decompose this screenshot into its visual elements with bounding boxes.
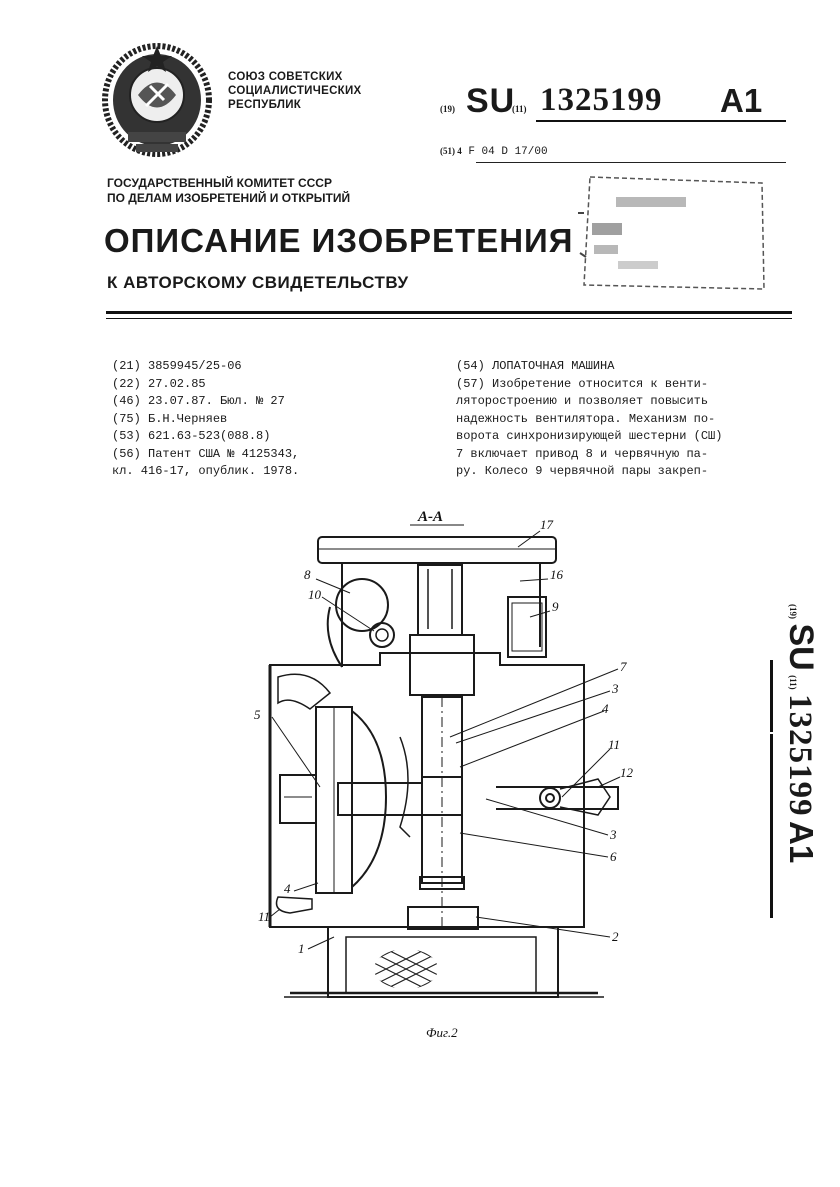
biblio-line: (75) Б.Н.Черняев bbox=[112, 411, 228, 426]
header-rule bbox=[106, 318, 792, 319]
ipc-label: (51) 4 bbox=[440, 146, 462, 156]
callout-16: 16 bbox=[550, 567, 564, 582]
callout-2: 2 bbox=[612, 929, 619, 944]
country-code: SU bbox=[466, 82, 516, 120]
callout-6: 6 bbox=[610, 849, 617, 864]
library-stamp bbox=[578, 176, 765, 290]
side-country-code: SU bbox=[782, 623, 820, 671]
side-code-19: (19) bbox=[788, 604, 798, 619]
ipc-underline bbox=[476, 162, 786, 163]
callout-9: 9 bbox=[552, 599, 559, 614]
callout-8: 8 bbox=[304, 567, 311, 582]
side-text: (19) SU (11) 1325199 A1 bbox=[770, 604, 820, 974]
committee-line: ПО ДЕЛАМ ИЗОБРЕТЕНИЙ И ОТКРЫТИЙ bbox=[107, 191, 351, 205]
callout-11: 11 bbox=[608, 737, 620, 752]
biblio-line: кл. 416-17, опублик. 1978. bbox=[112, 464, 300, 478]
country-line: СОЦИАЛИСТИЧЕСКИХ bbox=[228, 85, 362, 97]
biblio-line: (46) 23.07.87. Бюл. № 27 bbox=[112, 394, 285, 408]
abstract-line: ру. Колесо 9 червячной пары закреп- bbox=[456, 464, 709, 478]
patent-number: 1325199 bbox=[540, 82, 663, 118]
biblio-line: (56) Патент США № 4125343, bbox=[112, 446, 300, 461]
committee-line: ГОСУДАРСТВЕННЫЙ КОМИТЕТ СССР bbox=[107, 176, 332, 190]
abstract: (54) ЛОПАТОЧНАЯ МАШИНА (57) Изобретение … bbox=[456, 358, 722, 481]
state-emblem bbox=[102, 43, 212, 157]
abstract-line: (54) ЛОПАТОЧНАЯ МАШИНА bbox=[456, 359, 615, 373]
callout-7: 7 bbox=[620, 659, 627, 674]
callout-1: 1 bbox=[298, 941, 305, 956]
code-11-label: (11) bbox=[512, 104, 527, 114]
callout-5: 5 bbox=[254, 707, 261, 722]
side-patent-number: (19) SU (11) 1325199 A1 bbox=[770, 604, 822, 974]
callout-10: 10 bbox=[308, 587, 322, 602]
abstract-line: ворота синхронизирующей шестерни (СШ) bbox=[456, 429, 723, 443]
abstract-line: надежность вентилятора. Механизм по- bbox=[456, 411, 716, 426]
kind-code: A1 bbox=[720, 82, 763, 119]
side-rule bbox=[770, 660, 773, 732]
biblio-line: (53) 621.63-523(088.8) bbox=[112, 429, 271, 443]
country-line: СОЮЗ СОВЕТСКИХ bbox=[228, 71, 343, 83]
country-line: РЕСПУБЛИК bbox=[228, 99, 302, 111]
code-19-label: (19) bbox=[440, 104, 455, 114]
section-label: А-А bbox=[417, 509, 443, 525]
country-name: СОЮЗ СОВЕТСКИХ СОЦИАЛИСТИЧЕСКИХ РЕСПУБЛИ… bbox=[228, 70, 362, 112]
ipc-classification: (51) 4 F 04 D 17/00 bbox=[440, 146, 548, 158]
side-code-11: (11) bbox=[788, 675, 798, 690]
callout-11: 11 bbox=[258, 909, 270, 924]
document-subtitle: К АВТОРСКОМУ СВИДЕТЕЛЬСТВУ bbox=[107, 273, 409, 292]
patent-number-block: (19) SU (11) 1325199 A1 bbox=[440, 82, 786, 122]
committee-name: ГОСУДАРСТВЕННЫЙ КОМИТЕТ СССР ПО ДЕЛАМ ИЗ… bbox=[107, 176, 350, 206]
callout-4: 4 bbox=[602, 701, 609, 716]
document-title: ОПИСАНИЕ ИЗОБРЕТЕНИЯ bbox=[104, 222, 574, 259]
header-rule bbox=[106, 311, 792, 314]
callout-3: 3 bbox=[609, 827, 617, 842]
callout-3: 3 bbox=[611, 681, 619, 696]
abstract-line: 7 включает привод 8 и червячную па- bbox=[456, 446, 709, 461]
bibliographic-data: (21) 3859945/25-06 (22) 27.02.85 (46) 23… bbox=[112, 358, 299, 481]
side-patent-number-value: 1325199 bbox=[782, 694, 818, 817]
figure-caption: Фиг.2 bbox=[426, 1025, 458, 1040]
callout-12: 12 bbox=[620, 765, 634, 780]
callout-4: 4 bbox=[284, 881, 291, 896]
biblio-line: (22) 27.02.85 bbox=[112, 376, 206, 391]
biblio-line: (21) 3859945/25-06 bbox=[112, 359, 242, 373]
number-underline bbox=[536, 120, 786, 122]
side-rule bbox=[770, 734, 773, 918]
abstract-line: ляторостроению и позволяет повысить bbox=[456, 394, 709, 408]
callout-17: 17 bbox=[540, 517, 554, 532]
technical-drawing: А-А Фиг.2 17 8 16 10 9 7 3 5 4 11 12 3 6… bbox=[254, 509, 634, 1040]
abstract-line: (57) Изобретение относится к венти- bbox=[456, 376, 709, 391]
ipc-code: F 04 D 17/00 bbox=[468, 146, 548, 158]
side-kind-code: A1 bbox=[783, 821, 820, 864]
